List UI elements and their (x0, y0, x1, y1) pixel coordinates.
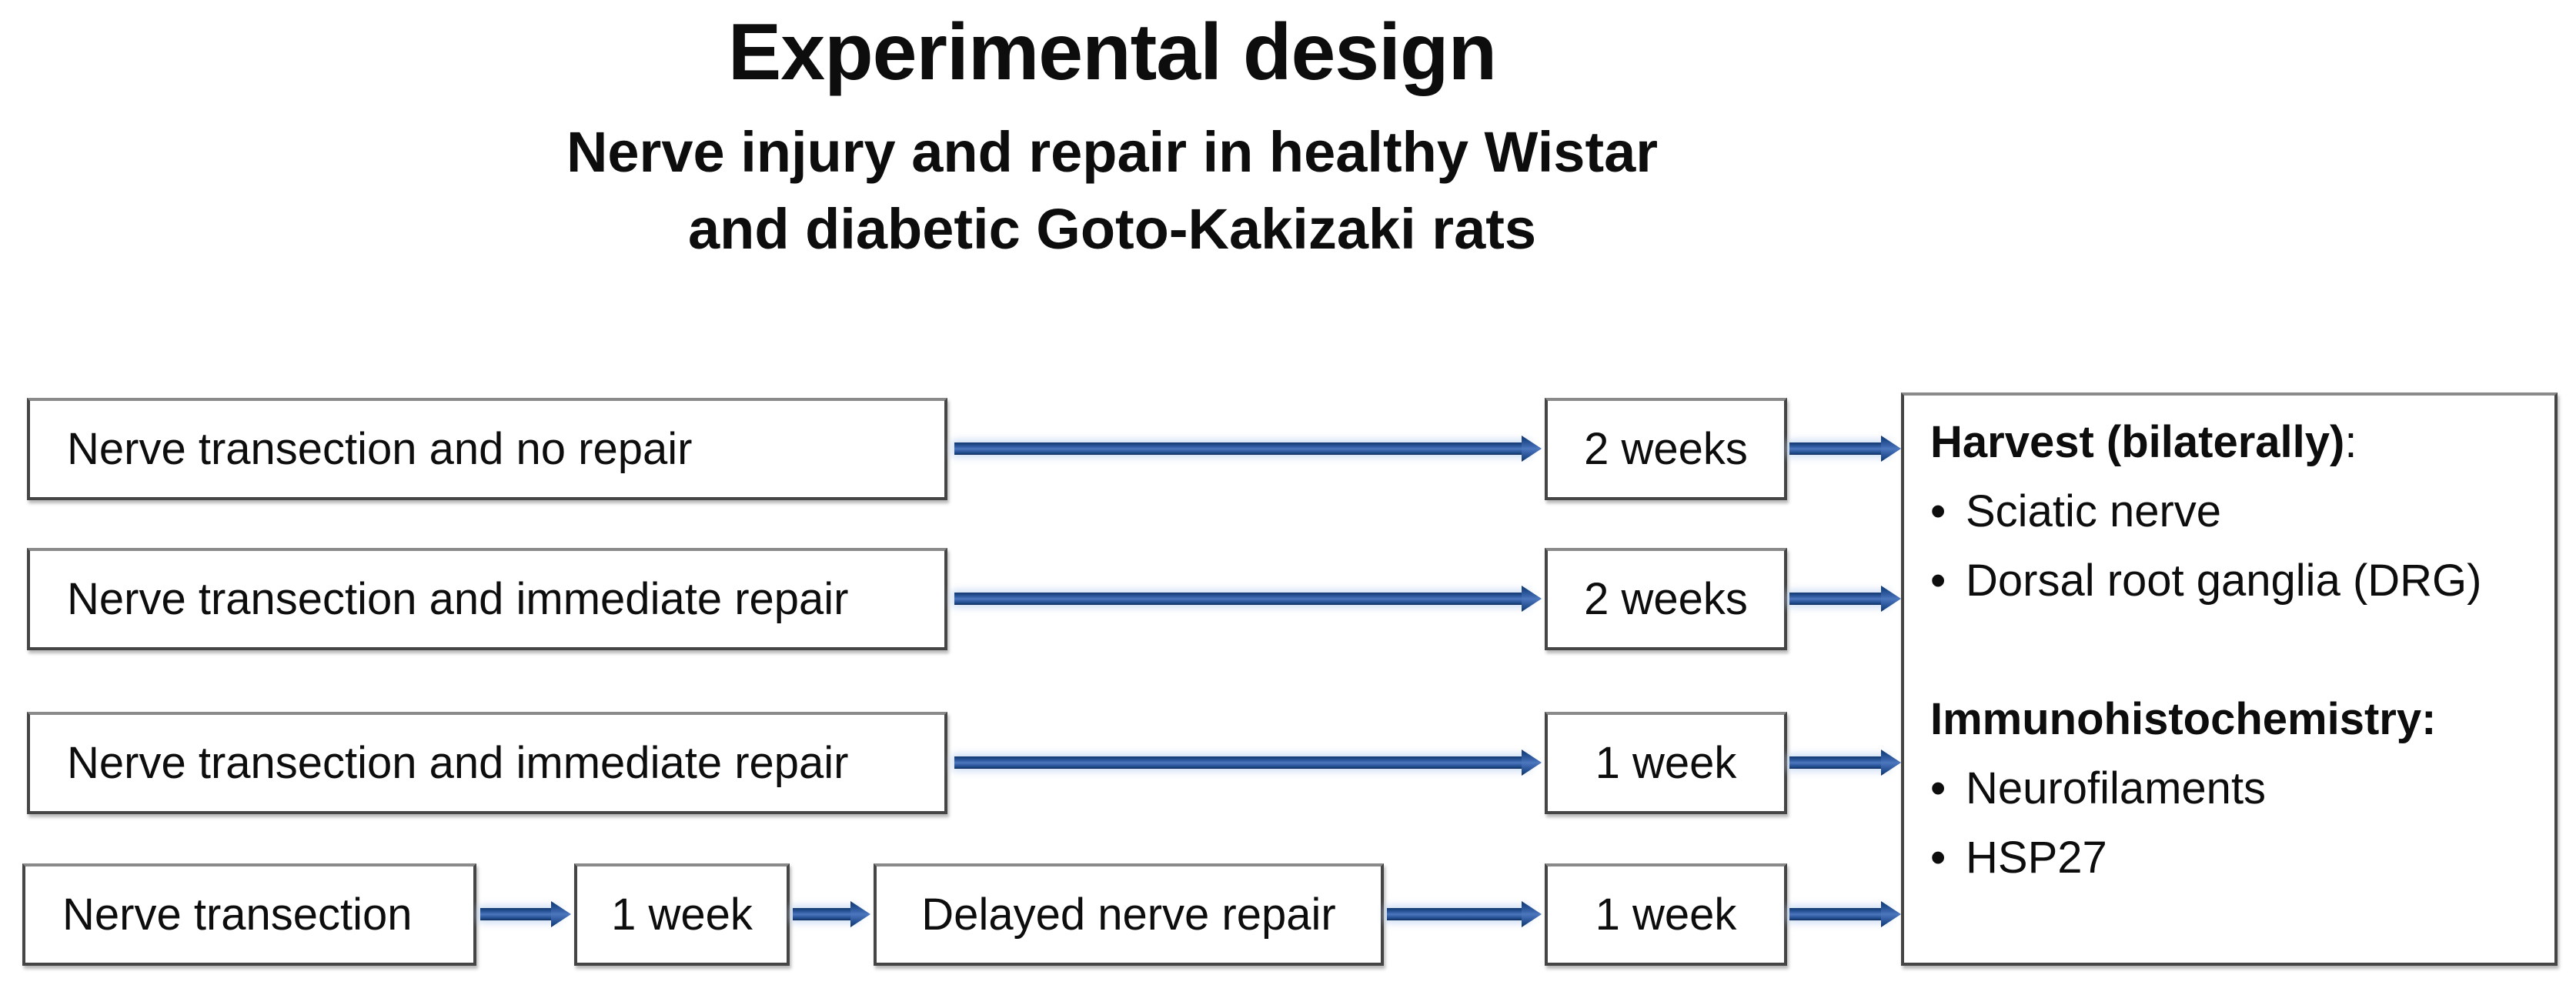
treatment-box-row2: Nerve transection and immediate repair (27, 548, 947, 650)
duration-box-row3: 1 week (1545, 712, 1787, 814)
arrow-head (1881, 586, 1901, 612)
harvest-item-text: Dorsal root ganglia (DRG) (1966, 556, 2482, 606)
arrow-head (1522, 901, 1542, 927)
page-title: Experimental design (727, 8, 1497, 97)
flow-arrow-icon (1789, 901, 1901, 927)
spacer (1930, 616, 2528, 685)
treatment-label-row3: Nerve transection and immediate repair (67, 738, 849, 788)
flow-arrow-icon (1789, 586, 1901, 612)
arrow-shaft (954, 756, 1528, 769)
flow-arrow-icon (954, 750, 1542, 776)
duration-label-row3: 1 week (1595, 738, 1737, 788)
flow-arrow-icon (480, 901, 571, 927)
arrow-shaft (1789, 593, 1887, 605)
duration-label-row1: 2 weeks (1584, 424, 1748, 474)
duration-label-row4: 1 week (1595, 890, 1737, 940)
flow-arrow-icon (954, 436, 1542, 462)
ihc-item-text: HSP27 (1966, 833, 2107, 883)
subtitle-line1: Nerve injury and repair in healthy Wista… (566, 120, 1659, 184)
page-subtitle: Nerve injury and repair in healthy Wista… (0, 114, 2224, 268)
duration-box-row1: 2 weeks (1545, 398, 1787, 500)
delay-box-row4: 1 week (574, 863, 790, 966)
ihc-item: • Neurofilaments (1930, 754, 2528, 823)
delay-label-row4: 1 week (611, 890, 753, 940)
bullet-icon: • (1930, 833, 1946, 883)
ihc-header-text: Immunohistochemistry: (1930, 694, 2437, 744)
duration-box-row2: 2 weeks (1545, 548, 1787, 650)
ihc-header: Immunohistochemistry: (1930, 685, 2528, 754)
arrow-head (1522, 436, 1542, 462)
treatment-box-row3: Nerve transection and immediate repair (27, 712, 947, 814)
arrow-head (1522, 750, 1542, 776)
subtitle-line2: and diabetic Goto-Kakizaki rats (687, 197, 1537, 261)
arrow-shaft (1789, 756, 1887, 769)
harvest-header-text: Harvest (bilaterally) (1930, 417, 2345, 467)
bullet-icon: • (1930, 486, 1946, 536)
ihc-item-text: Neurofilaments (1966, 763, 2267, 813)
flow-arrow-icon (1789, 436, 1901, 462)
arrow-shaft (1789, 908, 1887, 920)
arrow-head (1881, 436, 1901, 462)
arrow-shaft (954, 442, 1528, 455)
harvest-header-colon: : (2344, 417, 2357, 467)
harvest-item-text: Sciatic nerve (1966, 486, 2222, 536)
flow-arrow-icon (793, 901, 870, 927)
bullet-icon: • (1930, 556, 1946, 606)
repair-box-row4: Delayed nerve repair (874, 863, 1384, 966)
arrow-head (850, 901, 870, 927)
arrow-shaft (954, 593, 1528, 605)
treatment-label-row2: Nerve transection and immediate repair (67, 574, 849, 624)
harvest-item: • Dorsal root ganglia (DRG) (1930, 546, 2528, 616)
treatment-box-row4: Nerve transection (22, 863, 476, 966)
treatment-box-row1: Nerve transection and no repair (27, 398, 947, 500)
ihc-item: • HSP27 (1930, 823, 2528, 893)
arrow-head (1881, 901, 1901, 927)
treatment-label-row4: Nerve transection (62, 890, 413, 940)
arrow-shaft (1789, 442, 1887, 455)
repair-label-row4: Delayed nerve repair (921, 890, 1336, 940)
arrow-head (1522, 586, 1542, 612)
flow-arrow-icon (1387, 901, 1542, 927)
duration-box-row4: 1 week (1545, 863, 1787, 966)
treatment-label-row1: Nerve transection and no repair (67, 424, 693, 474)
arrow-shaft (480, 908, 557, 920)
harvest-outcome-box: Harvest (bilaterally): • Sciatic nerve • D… (1901, 392, 2558, 966)
harvest-item: • Sciatic nerve (1930, 477, 2528, 546)
flow-arrow-icon (1789, 750, 1901, 776)
duration-label-row2: 2 weeks (1584, 574, 1748, 624)
arrow-shaft (793, 908, 857, 920)
flow-arrow-icon (954, 586, 1542, 612)
arrow-head (551, 901, 571, 927)
arrow-head (1881, 750, 1901, 776)
bullet-icon: • (1930, 763, 1946, 813)
harvest-header: Harvest (bilaterally): (1930, 408, 2528, 477)
arrow-shaft (1387, 908, 1528, 920)
